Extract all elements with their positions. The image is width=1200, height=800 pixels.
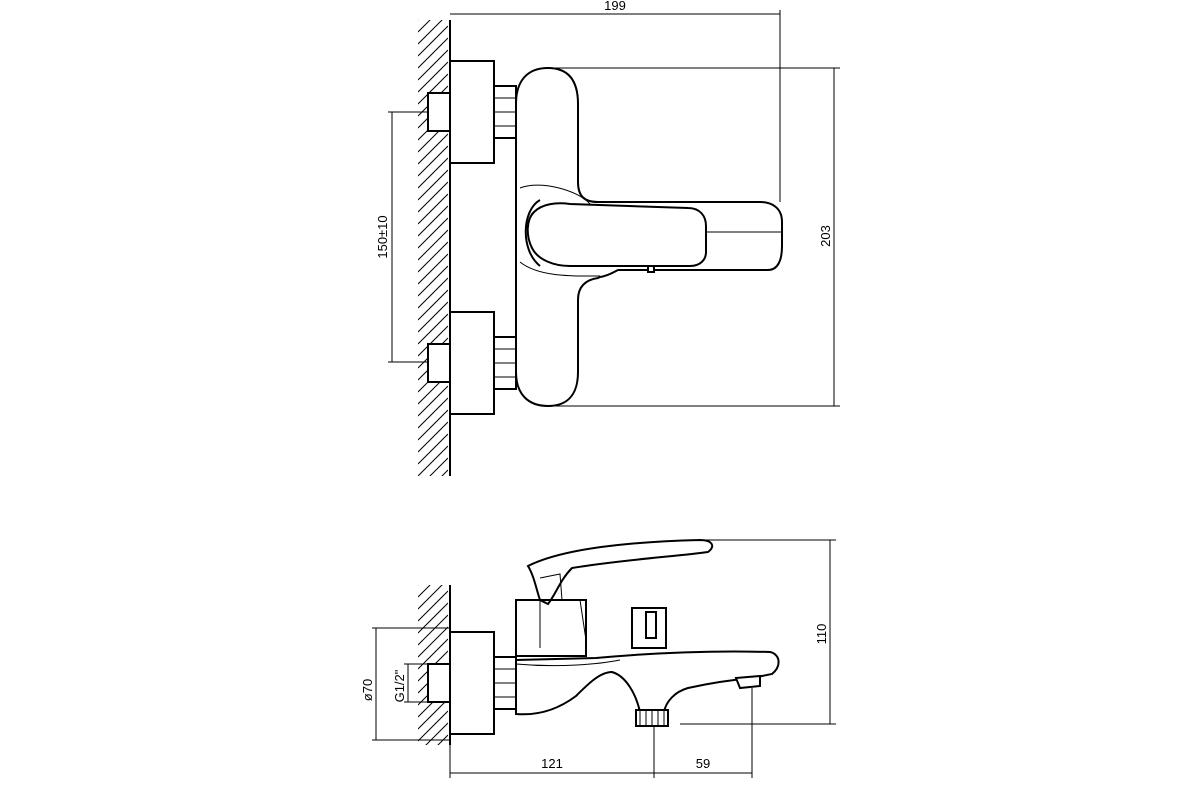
dim-flange-label: ø70 <box>360 679 375 701</box>
dim-height-label: 203 <box>818 225 833 247</box>
dim-width-label: 199 <box>604 0 626 13</box>
dim-side-height-label: 110 <box>814 624 829 645</box>
top-dimensions: 199 203 150±10 <box>375 0 840 407</box>
mixer-body-outline <box>515 66 783 408</box>
side-dimensions: 110 ø70 G1/2" 121 59 <box>360 539 836 778</box>
upper-inlet-assembly <box>427 60 517 164</box>
side-view <box>418 538 780 745</box>
dim-inlet-spacing-label: 150±10 <box>375 215 390 258</box>
lower-inlet-assembly <box>427 311 517 415</box>
wall-hatch-top <box>418 20 448 476</box>
spout-body <box>515 650 780 716</box>
side-lever <box>526 538 714 606</box>
cartridge-housing <box>515 599 587 657</box>
dim-wall-outlet-label: 121 <box>541 756 563 771</box>
top-view <box>418 20 783 476</box>
lever-handle <box>526 202 707 267</box>
dim-thread-label: G1/2" <box>392 669 407 702</box>
dim-outlet-spout-label: 59 <box>696 756 710 771</box>
